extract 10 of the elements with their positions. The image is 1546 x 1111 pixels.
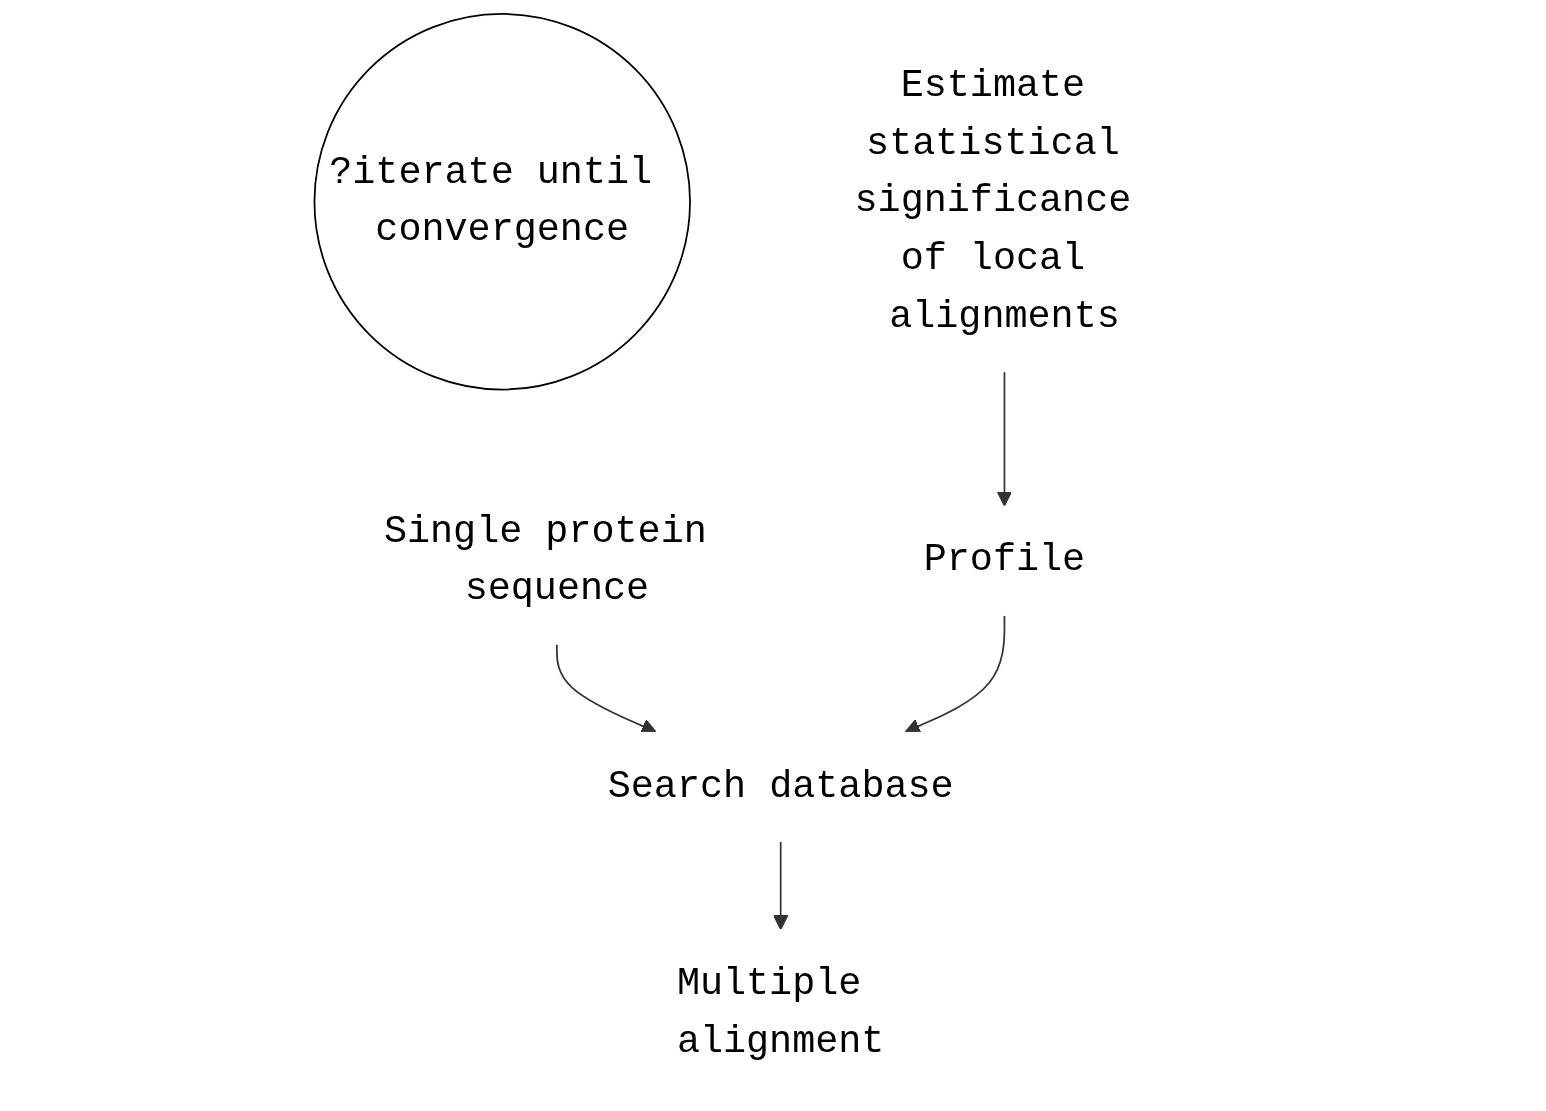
- arrow: [996, 371, 1013, 507]
- node-text: Profile: [923, 538, 1086, 583]
- node-text: Estimate statistical significance of local alignments: [854, 64, 1132, 339]
- arrow: [556, 643, 657, 734]
- node-circle: ?iterate until convergence: [313, 13, 691, 391]
- arrow: [904, 614, 1006, 734]
- node-text: Single protein sequence: [383, 510, 707, 612]
- arrow: [773, 841, 789, 931]
- node-text: Search database: [607, 765, 954, 809]
- node-text: Multiple alignment: [676, 962, 885, 1064]
